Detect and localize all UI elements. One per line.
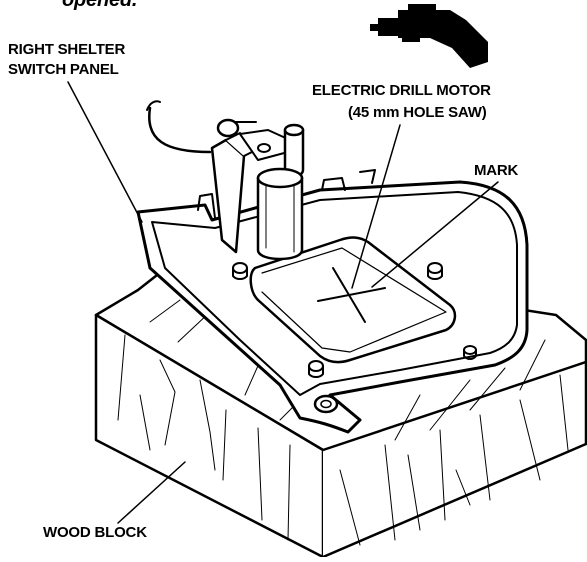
label-drill-line2: (45 mm HOLE SAW) xyxy=(348,104,487,121)
drill-icon xyxy=(370,4,488,68)
label-drill-line1: ELECTRIC DRILL MOTOR xyxy=(312,82,491,99)
leader-drill-motor xyxy=(351,124,401,289)
label-right-shelter-line1: RIGHT SHELTER xyxy=(8,41,126,58)
label-mark: MARK xyxy=(474,162,519,179)
leader-wood-block xyxy=(117,461,186,524)
leader-mark xyxy=(371,181,499,288)
leader-lines xyxy=(67,81,499,524)
label-wood-block: WOOD BLOCK xyxy=(43,524,147,541)
leader-right-shelter xyxy=(67,81,143,223)
drill-assembly xyxy=(146,100,305,261)
mark-pad xyxy=(249,236,457,364)
label-right-shelter-line2: SWITCH PANEL xyxy=(8,61,119,78)
cut-off-heading: opened. xyxy=(62,0,138,11)
